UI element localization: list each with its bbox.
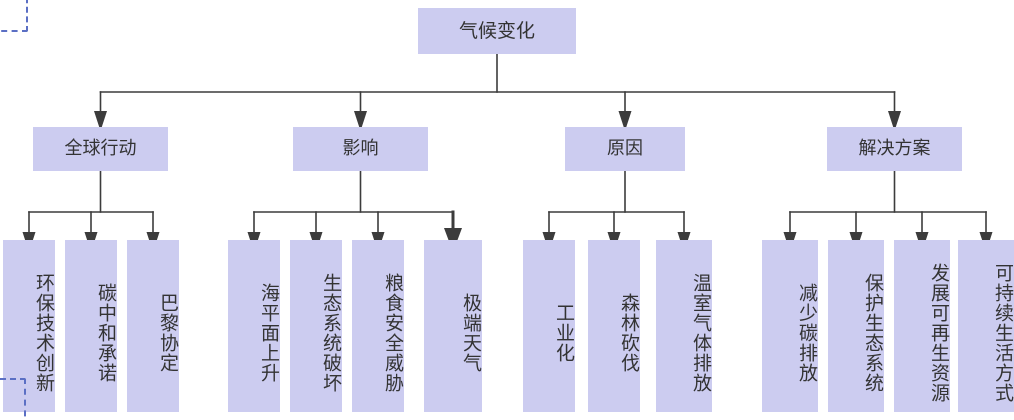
leaf-node-0-2[interactable]: 巴黎协定	[127, 240, 179, 412]
leaf-node-1-0[interactable]: 海平面上升	[228, 240, 280, 412]
branch-node-3[interactable]: 解决方案	[827, 127, 962, 171]
leaf-node-3-3[interactable]: 可持续生活方式	[958, 240, 1014, 412]
leaf-node-0-0[interactable]: 环保技术创新	[3, 240, 55, 412]
leaf-node-1-1[interactable]: 生态系统破坏	[290, 240, 342, 412]
leaf-node-1-3[interactable]: 极端天气	[424, 240, 482, 412]
leaf-node-3-2[interactable]: 发展可再生资源	[894, 240, 950, 412]
leaf-node-2-1[interactable]: 森林砍伐	[588, 240, 640, 412]
leaf-node-3-0[interactable]: 减少碳排放	[762, 240, 818, 412]
leaf-node-3-1[interactable]: 保护生态系统	[828, 240, 884, 412]
selection-marker-top-left[interactable]	[0, 0, 28, 32]
branch-node-1[interactable]: 影响	[293, 127, 428, 171]
root-node[interactable]: 气候变化	[418, 8, 576, 54]
leaf-node-0-1[interactable]: 碳中和承诺	[65, 240, 117, 412]
leaf-node-2-2[interactable]: 温室气体排放	[656, 240, 712, 412]
branch-node-2[interactable]: 原因	[565, 127, 685, 171]
leaf-node-2-0[interactable]: 工业化	[523, 240, 575, 412]
branch-node-0[interactable]: 全球行动	[33, 127, 168, 171]
leaf-node-1-2[interactable]: 粮食安全威胁	[352, 240, 404, 412]
